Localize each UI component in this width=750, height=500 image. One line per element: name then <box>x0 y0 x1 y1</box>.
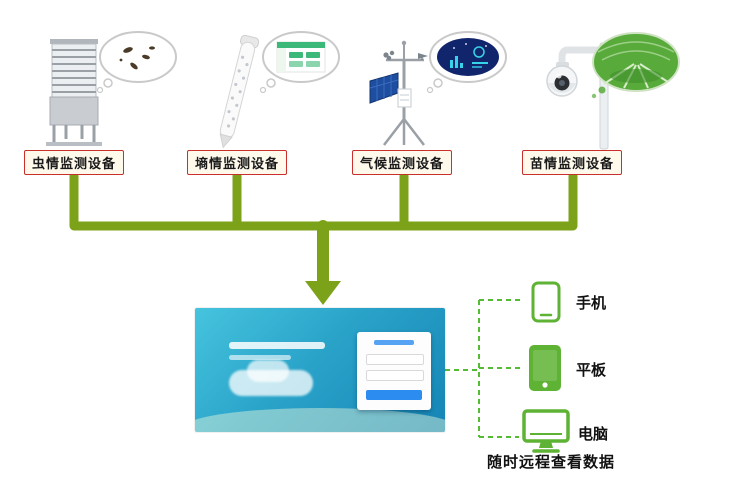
platform-subtitle-text <box>229 355 291 360</box>
login-card <box>357 332 431 410</box>
device-soil-moisture-monitor: 墒情监测设备 <box>181 30 351 185</box>
greenhouse-illustration <box>591 32 680 99</box>
grass-graphic <box>195 408 445 432</box>
device-label-insect: 虫情监测设备 <box>23 150 124 175</box>
weather-station-image <box>348 33 460 151</box>
climate-dashboard-illustration <box>426 31 507 94</box>
cloud-platform-screenshot <box>195 308 445 432</box>
greenhouse-bubble <box>586 30 682 102</box>
tablet-icon <box>528 344 562 392</box>
device-label-climate: 气候监测设备 <box>351 150 452 175</box>
down-arrowhead <box>305 281 341 305</box>
cloud-graphic <box>229 370 313 396</box>
insect-monitor-image <box>20 33 128 151</box>
phone-icon <box>531 281 561 323</box>
platform-title-text <box>229 342 325 349</box>
soil-probe-illustration <box>219 34 260 149</box>
insect-bubble-illustration <box>96 31 177 94</box>
endpoint-label-phone: 手机 <box>576 295 607 312</box>
soil-dashboard-illustration <box>259 31 340 94</box>
camera-image <box>516 33 630 151</box>
computer-icon <box>522 409 570 455</box>
device-label-soil: 墒情监测设备 <box>186 150 287 175</box>
weather-station-illustration <box>369 40 428 146</box>
insect-trap-illustration <box>46 39 102 146</box>
password-field-graphic <box>366 370 424 381</box>
ptz-camera-illustration <box>546 42 609 150</box>
device-seedling-monitor: 苗情监测设备 <box>514 30 684 185</box>
device-climate-monitor: 气候监测设备 <box>346 30 516 185</box>
login-title-bar <box>374 340 414 345</box>
insect-bubble <box>94 30 178 96</box>
climate-dashboard-bubble <box>424 30 508 96</box>
soil-dashboard-bubble <box>257 30 341 96</box>
endpoint-label-computer: 电脑 <box>578 426 609 443</box>
device-label-seedling: 苗情监测设备 <box>521 150 622 175</box>
remote-view-caption: 随时远程查看数据 <box>487 454 616 471</box>
login-button-graphic <box>366 390 422 400</box>
username-field-graphic <box>366 354 424 365</box>
device-insect-monitor: 虫情监测设备 <box>18 30 188 185</box>
endpoint-label-tablet: 平板 <box>576 362 607 379</box>
